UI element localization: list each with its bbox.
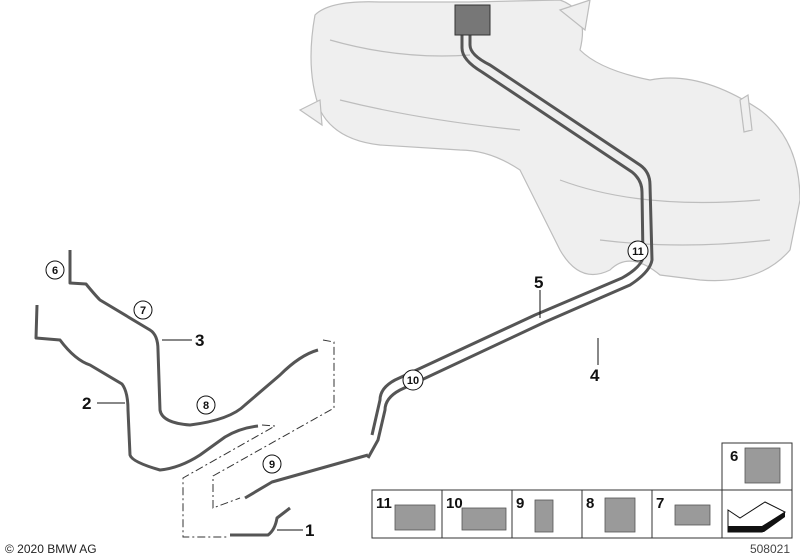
part-label-3: 3 <box>195 331 204 350</box>
svg-text:10: 10 <box>407 375 419 387</box>
circled-label-7: 7 <box>133 300 153 320</box>
clip-10-image <box>461 507 507 531</box>
arrow-icon <box>727 501 787 533</box>
circled-label-8: 8 <box>196 395 216 415</box>
circled-label-11: 11 <box>627 240 649 262</box>
fuel-lines-left <box>34 250 319 537</box>
legend-label-9: 9 <box>516 495 524 512</box>
copyright: © 2020 BMW AG <box>5 542 97 556</box>
clip-6-image <box>744 447 781 484</box>
svg-text:6: 6 <box>52 265 58 277</box>
clip-7-image <box>674 504 711 526</box>
svg-text:9: 9 <box>269 459 275 471</box>
diagram-number: 508021 <box>749 542 790 556</box>
clip-9-image <box>534 499 554 533</box>
svg-text:8: 8 <box>203 400 209 412</box>
clip-legend <box>371 442 793 539</box>
clip-8-image <box>604 497 636 533</box>
circled-label-9: 9 <box>262 454 282 474</box>
legend-label-7: 7 <box>656 495 664 512</box>
clip-11-image <box>394 504 436 531</box>
circled-label-6: 6 <box>45 260 65 280</box>
part-label-5: 5 <box>534 273 543 292</box>
part-label-4: 4 <box>590 366 600 385</box>
part-label-1: 1 <box>305 521 314 540</box>
svg-text:7: 7 <box>140 305 146 317</box>
svg-text:11: 11 <box>632 246 644 258</box>
circled-label-10: 10 <box>402 369 424 391</box>
part-label-2: 2 <box>82 394 91 413</box>
legend-label-10: 10 <box>446 495 463 512</box>
legend-label-11: 11 <box>376 495 392 512</box>
legend-label-6: 6 <box>730 448 738 465</box>
legend-label-8: 8 <box>586 495 594 512</box>
fuel-tank <box>298 0 800 282</box>
assembly-guide-lines <box>182 339 335 538</box>
fuel-pump-connector <box>454 4 491 36</box>
